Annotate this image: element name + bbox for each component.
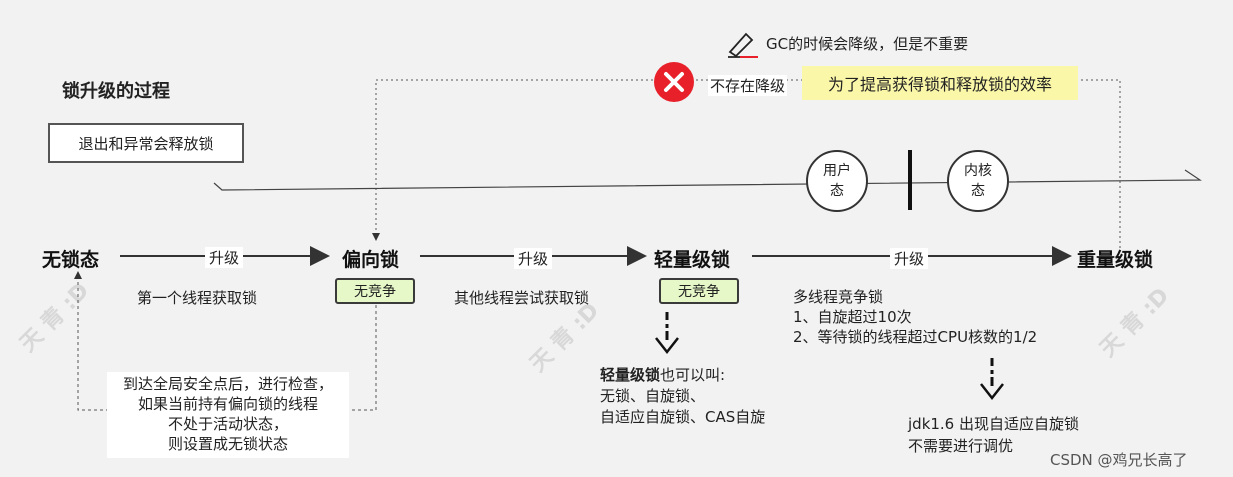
user-mode-circle: 用户态 (806, 150, 868, 212)
upgrade-label: 升级 (205, 247, 244, 268)
stage-heavyweight-lock: 重量级锁 (1077, 249, 1154, 271)
stage-no-lock: 无锁态 (42, 249, 100, 271)
stage-biased-lock: 偏向锁 (342, 249, 400, 271)
lightweight-alias: 轻量级锁也可以叫: 无锁、自旋锁、 自适应自旋锁、CAS自旋 (600, 366, 766, 426)
upgrade-label: 升级 (514, 248, 553, 269)
pen-icon (728, 32, 758, 58)
no-contention-tag: 无竞争 (335, 278, 415, 304)
first-thread-text: 第一个线程获取锁 (137, 289, 258, 307)
kernel-mode-circle: 内核态 (947, 150, 1009, 212)
down-arrow-heavy (980, 358, 1004, 401)
sticky-note: 为了提高获得锁和释放锁的效率 (802, 66, 1078, 100)
revoke-note: 到达全局安全点后，进行检查， 如果当前持有偏向锁的线程 不处于活动状态， 则设置… (107, 372, 349, 458)
no-downgrade-label: 不存在降级 (708, 75, 788, 96)
stage-lightweight-lock: 轻量级锁 (654, 249, 731, 271)
down-arrow-light (655, 312, 679, 355)
downgrade-dotted-line (372, 79, 1121, 248)
exit-box: 退出和异常会释放锁 (48, 123, 244, 163)
mode-line (213, 169, 1202, 191)
other-threads-text: 其他线程尝试获取锁 (454, 289, 590, 307)
footer-credit: CSDN @鸡兄长高了 (1050, 451, 1188, 469)
error-icon (654, 62, 694, 102)
page-title: 锁升级的过程 (62, 81, 170, 102)
no-contention-tag: 无竞争 (659, 278, 739, 304)
upgrade-label: 升级 (890, 248, 929, 269)
pen-note: GC的时候会降级，但是不重要 (766, 35, 969, 53)
jdk-note: jdk1.6 出现自适应自旋锁 不需要进行调优 (908, 415, 1079, 455)
multi-thread-text: 多线程竞争锁 1、自旋超过10次 2、等待锁的线程超过CPU核数的1/2 (793, 288, 1038, 346)
